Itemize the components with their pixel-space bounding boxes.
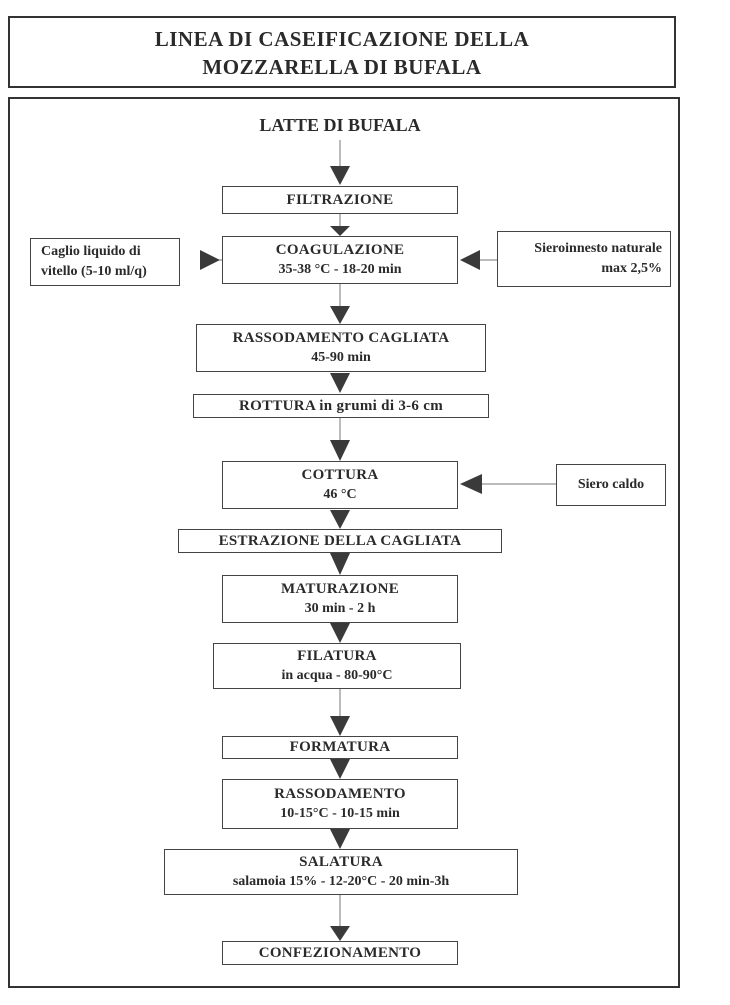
input-sieroinnesto: Sieroinnesto naturale max 2,5% bbox=[497, 231, 671, 287]
step-title: ESTRAZIONE DELLA CAGLIATA bbox=[218, 532, 462, 549]
step-title: RASSODAMENTO bbox=[274, 786, 406, 802]
step-filtrazione: FILTRAZIONE bbox=[222, 186, 458, 214]
arrow-down-icon bbox=[330, 166, 350, 185]
step-title: COTTURA bbox=[301, 467, 379, 483]
arrow-down-icon bbox=[330, 759, 350, 779]
input-line: Siero caldo bbox=[577, 477, 645, 492]
arrow-down-icon bbox=[330, 926, 350, 941]
step-detail: 10-15°C - 10-15 min bbox=[280, 806, 400, 821]
step-rottura: ROTTURA in grumi di 3-6 cm bbox=[193, 394, 489, 418]
arrow-down-icon bbox=[330, 510, 350, 529]
input-siero-caldo: Siero caldo bbox=[556, 464, 666, 506]
diagram-title: LINEA DI CASEIFICAZIONE DELLA MOZZARELLA… bbox=[8, 16, 676, 88]
arrow-down-icon bbox=[330, 716, 350, 736]
arrow-left-icon bbox=[460, 474, 482, 494]
step-title: MATURAZIONE bbox=[280, 581, 400, 597]
arrow-down-icon bbox=[330, 226, 350, 236]
flowchart-frame bbox=[8, 97, 680, 988]
step-maturazione: MATURAZIONE 30 min - 2 h bbox=[222, 575, 458, 623]
step-detail: 46 °C bbox=[323, 487, 357, 502]
input-line: Sieroinnesto naturale bbox=[534, 241, 662, 256]
step-filatura: FILATURA in acqua - 80-90°C bbox=[213, 643, 461, 689]
step-detail: 35-38 °C - 18-20 min bbox=[278, 262, 402, 277]
arrow-down-icon bbox=[330, 553, 350, 575]
step-rassodamento: RASSODAMENTO 10-15°C - 10-15 min bbox=[222, 779, 458, 829]
step-title: RASSODAMENTO CAGLIATA bbox=[232, 330, 450, 346]
step-title: ROTTURA in grumi di 3-6 cm bbox=[238, 397, 444, 414]
step-confezionamento: CONFEZIONAMENTO bbox=[222, 941, 458, 965]
title-line-1: LINEA DI CASEIFICAZIONE DELLA bbox=[154, 27, 530, 51]
input-line: Caglio liquido di bbox=[41, 244, 141, 259]
step-title: FILATURA bbox=[297, 648, 377, 664]
step-title: FILTRAZIONE bbox=[286, 191, 394, 208]
step-rassodamento-cagliata: RASSODAMENTO CAGLIATA 45-90 min bbox=[196, 324, 486, 372]
step-detail: 45-90 min bbox=[311, 350, 371, 365]
step-title: COAGULAZIONE bbox=[275, 242, 405, 258]
step-detail: salamoia 15% - 12-20°C - 20 min-3h bbox=[232, 874, 450, 889]
title-line-2: MOZZARELLA DI BUFALA bbox=[202, 55, 482, 79]
step-detail: 30 min - 2 h bbox=[304, 601, 376, 616]
arrow-down-icon bbox=[330, 440, 350, 461]
step-coagulazione: COAGULAZIONE 35-38 °C - 18-20 min bbox=[222, 236, 458, 284]
step-title: SALATURA bbox=[299, 854, 383, 870]
step-estrazione: ESTRAZIONE DELLA CAGLIATA bbox=[178, 529, 502, 553]
start-product-label: LATTE DI BUFALA bbox=[259, 115, 421, 135]
step-title: FORMATURA bbox=[289, 739, 391, 755]
arrow-left-icon bbox=[460, 250, 480, 270]
step-salatura: SALATURA salamoia 15% - 12-20°C - 20 min… bbox=[164, 849, 518, 895]
input-caglio: Caglio liquido di vitello (5-10 ml/q) bbox=[30, 238, 180, 286]
arrow-down-icon bbox=[330, 373, 350, 393]
arrow-down-icon bbox=[330, 829, 350, 849]
arrow-right-icon bbox=[200, 250, 220, 270]
step-title: CONFEZIONAMENTO bbox=[258, 944, 422, 961]
step-formatura: FORMATURA bbox=[222, 736, 458, 759]
arrow-down-icon bbox=[330, 623, 350, 643]
arrow-down-icon bbox=[330, 306, 350, 324]
input-line: vitello (5-10 ml/q) bbox=[41, 264, 147, 279]
input-line: max 2,5% bbox=[601, 261, 662, 276]
step-detail: in acqua - 80-90°C bbox=[281, 668, 393, 683]
step-cottura: COTTURA 46 °C bbox=[222, 461, 458, 509]
